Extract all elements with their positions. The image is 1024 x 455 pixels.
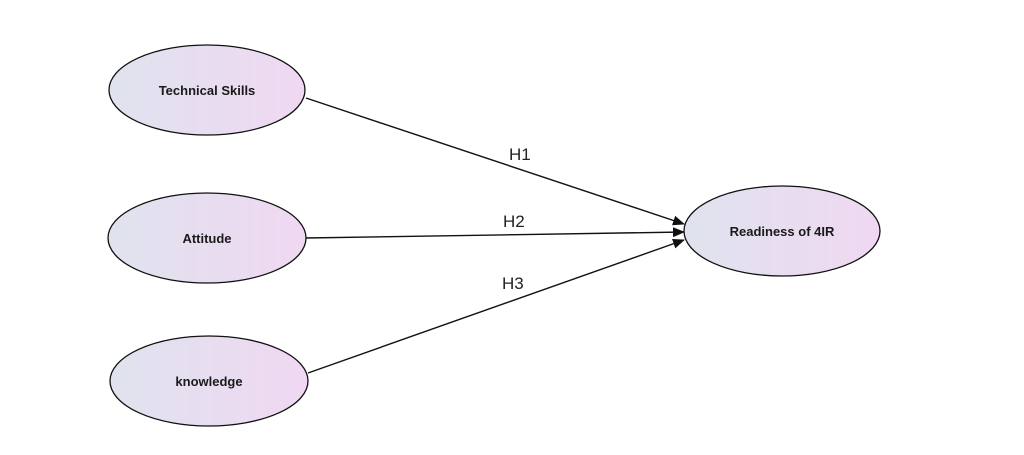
node-technical-skills-label: Technical Skills [159,83,256,98]
node-knowledge-ellipse [109,335,309,427]
node-attitude-ellipse [107,192,307,284]
edge-h3-line [307,238,685,374]
node-knowledge: knowledge [109,335,309,427]
node-technical-skills-ellipse [108,44,306,136]
edge-h2-label: H2 [503,212,525,231]
node-attitude: Attitude [107,192,307,284]
node-readiness-of-4ir-label: Readiness of 4IR [730,224,835,239]
node-knowledge-label: knowledge [175,374,242,389]
node-readiness-of-4ir: Readiness of 4IR [683,185,881,277]
node-readiness-of-4ir-ellipse [683,185,881,277]
edge-h1-label: H1 [509,145,531,164]
node-technical-skills: Technical Skills [108,44,306,136]
edge-h2-line [305,227,685,239]
edge-h3-label: H3 [502,274,524,293]
edge-h3: H3 [307,238,685,374]
edge-h1: H1 [305,97,685,226]
edge-h1-line [305,97,685,226]
edge-h2: H2 [305,212,685,239]
node-attitude-label: Attitude [182,231,231,246]
